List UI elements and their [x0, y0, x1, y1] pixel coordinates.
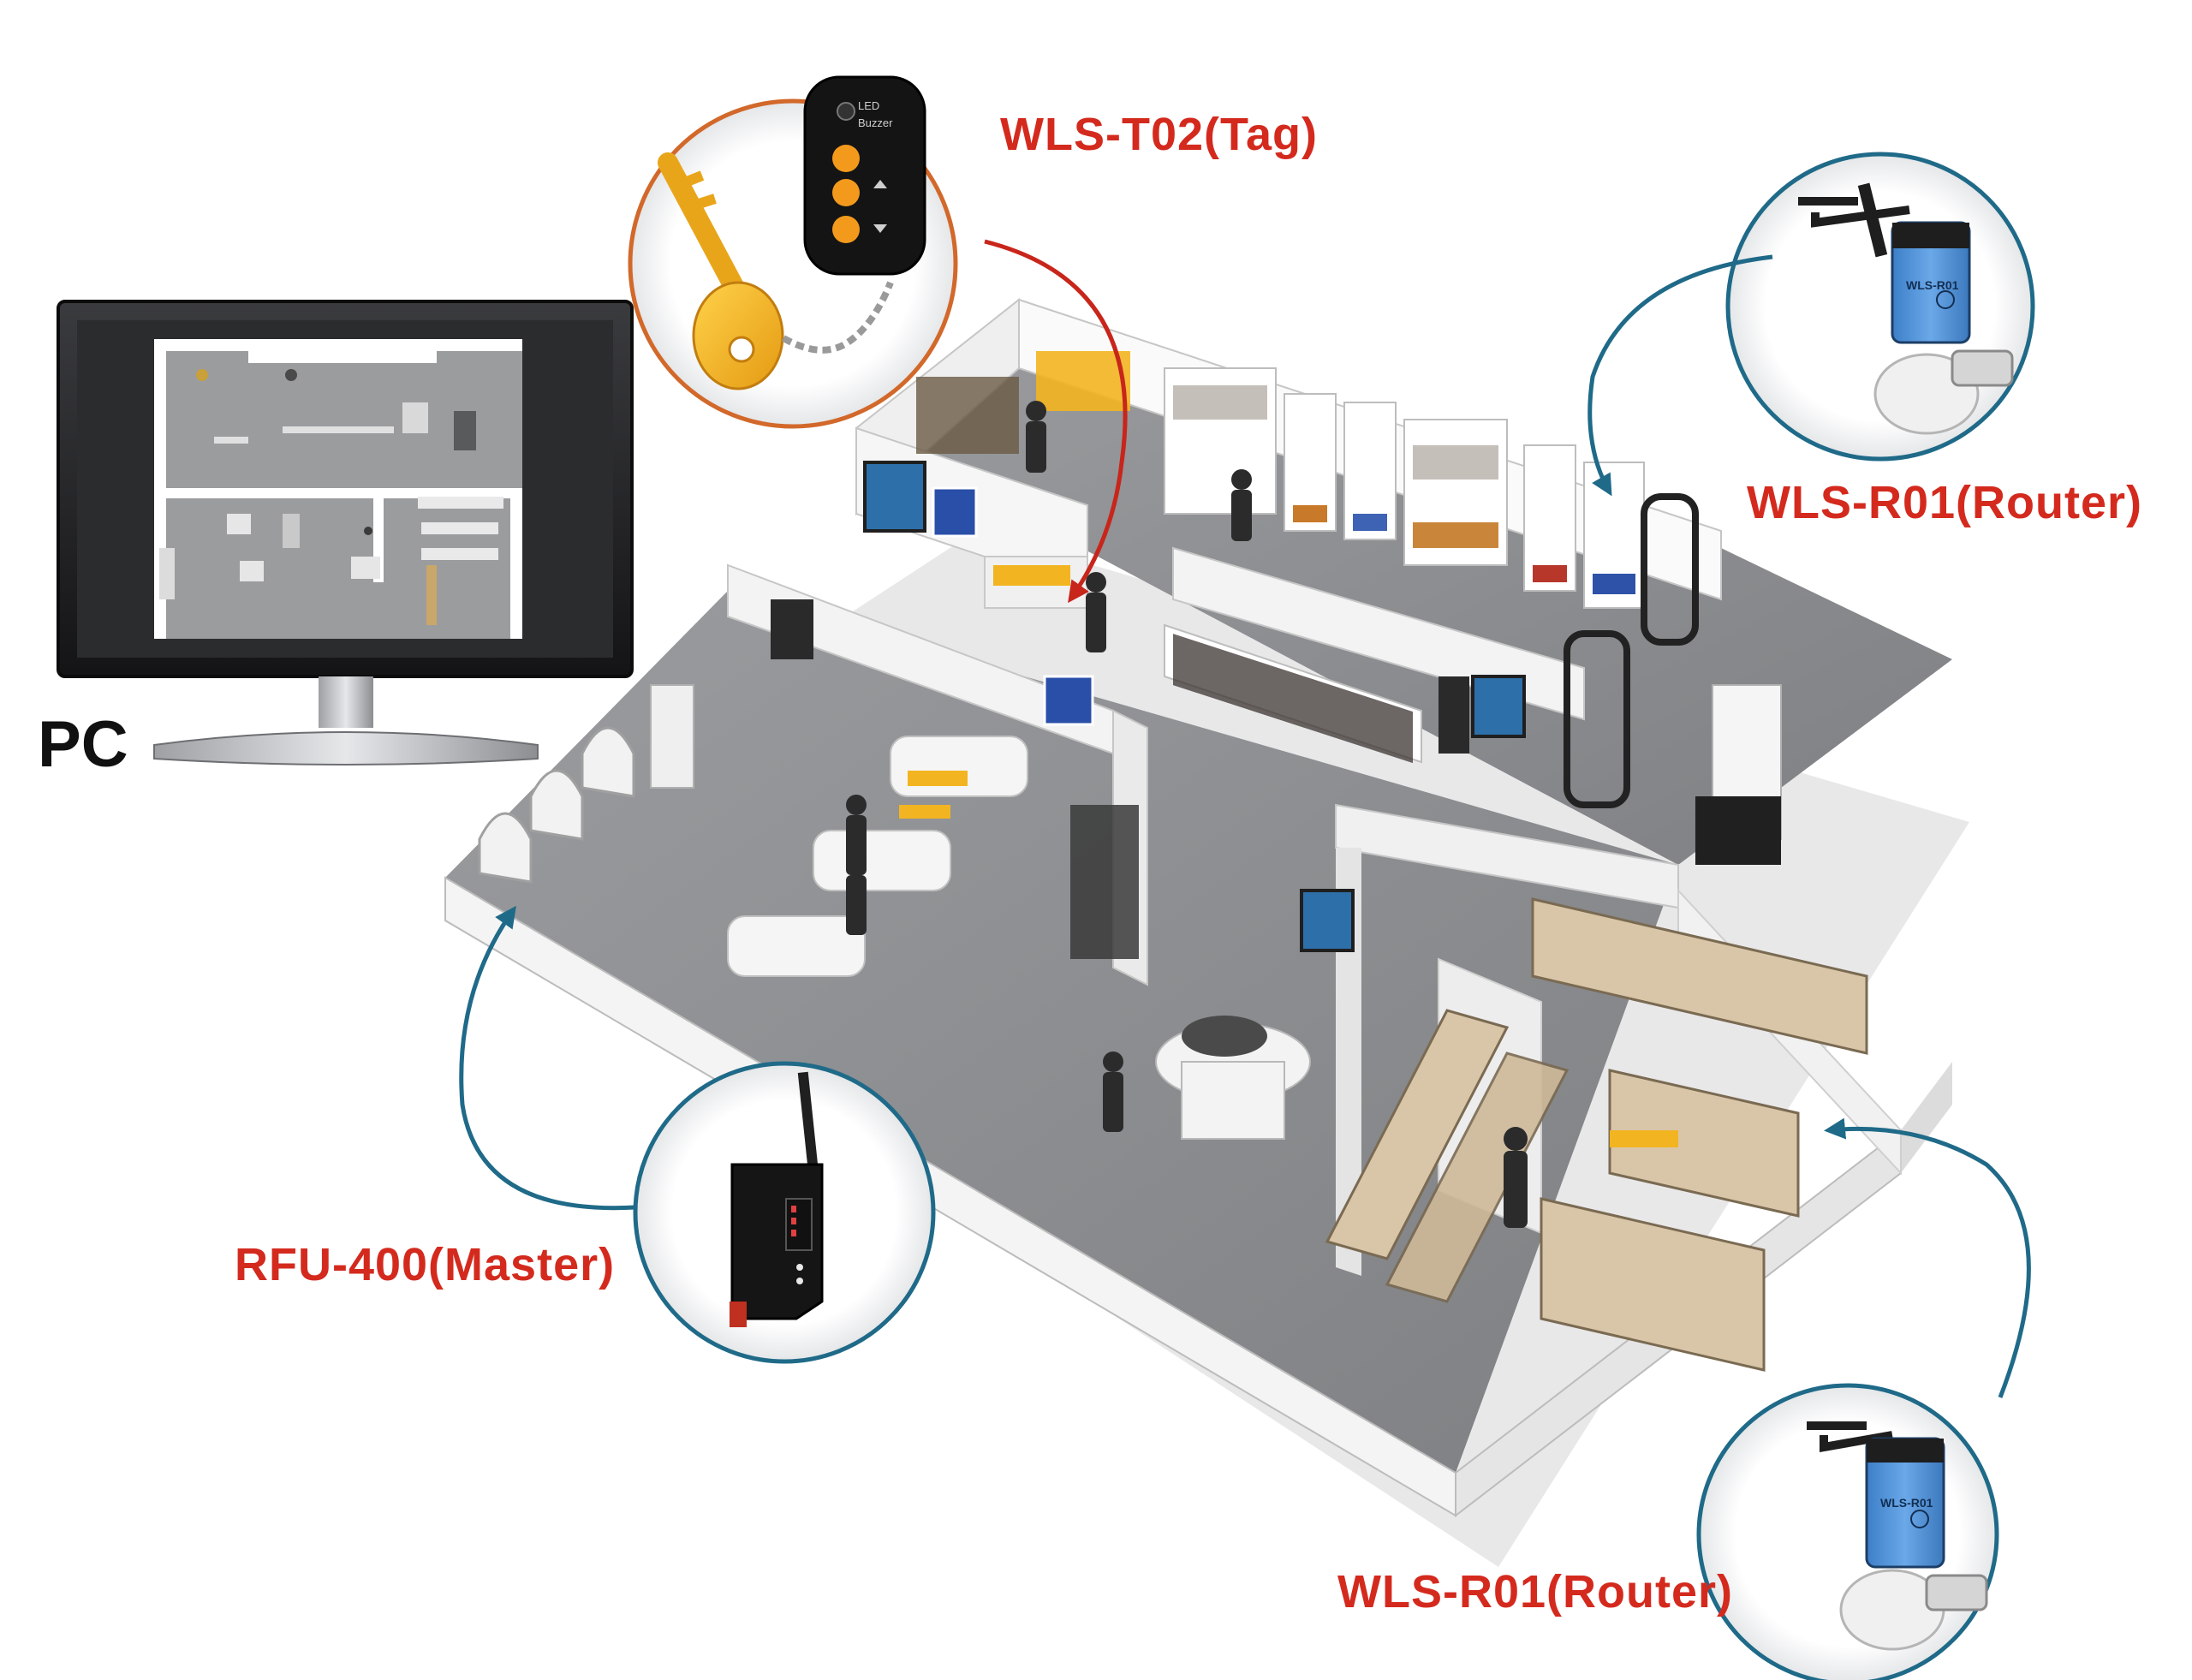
warehouse-shelves: [1325, 897, 1868, 1372]
screen-floor-plan: [154, 339, 522, 639]
tag-arrow: [984, 239, 1128, 604]
tag-fob: LED Buzzer: [803, 75, 926, 276]
router-bottom-callout: WLS-R01: [1696, 1383, 1999, 1680]
store-3d-floor-plan: [444, 297, 1969, 1567]
key-icon: [658, 152, 784, 390]
master-callout: [633, 1061, 936, 1364]
router-bottom-model-marking: WLS-R01: [1880, 1496, 1933, 1510]
tag-led-marking: LED: [858, 99, 879, 112]
tag-device-callout: LED Buzzer: [628, 75, 958, 429]
router-top-arrow: [1587, 254, 1773, 497]
checkout-counters: [727, 736, 1028, 977]
tag-label: WLS-T02(Tag): [1000, 109, 1318, 160]
router-bottom-arrow: [1824, 1117, 2031, 1398]
entrance-doors: [478, 684, 694, 884]
pc-monitor: [57, 300, 634, 766]
router-top-model-marking: WLS-R01: [1906, 278, 1959, 292]
pc-label: PC: [38, 708, 128, 781]
router-top-callout: WLS-R01: [1725, 152, 2035, 462]
router-top-label: WLS-R01(Router): [1747, 477, 2142, 528]
people: [846, 401, 1528, 1228]
master-label: RFU-400(Master): [235, 1239, 616, 1290]
master-arrow: [459, 905, 636, 1211]
tag-buzzer-marking: Buzzer: [858, 116, 893, 129]
display-counter: [1164, 623, 1422, 764]
connector-arrows: [459, 239, 2031, 1398]
wall-shelves: [1164, 367, 1645, 609]
router-bottom-label: WLS-R01(Router): [1337, 1566, 1733, 1617]
